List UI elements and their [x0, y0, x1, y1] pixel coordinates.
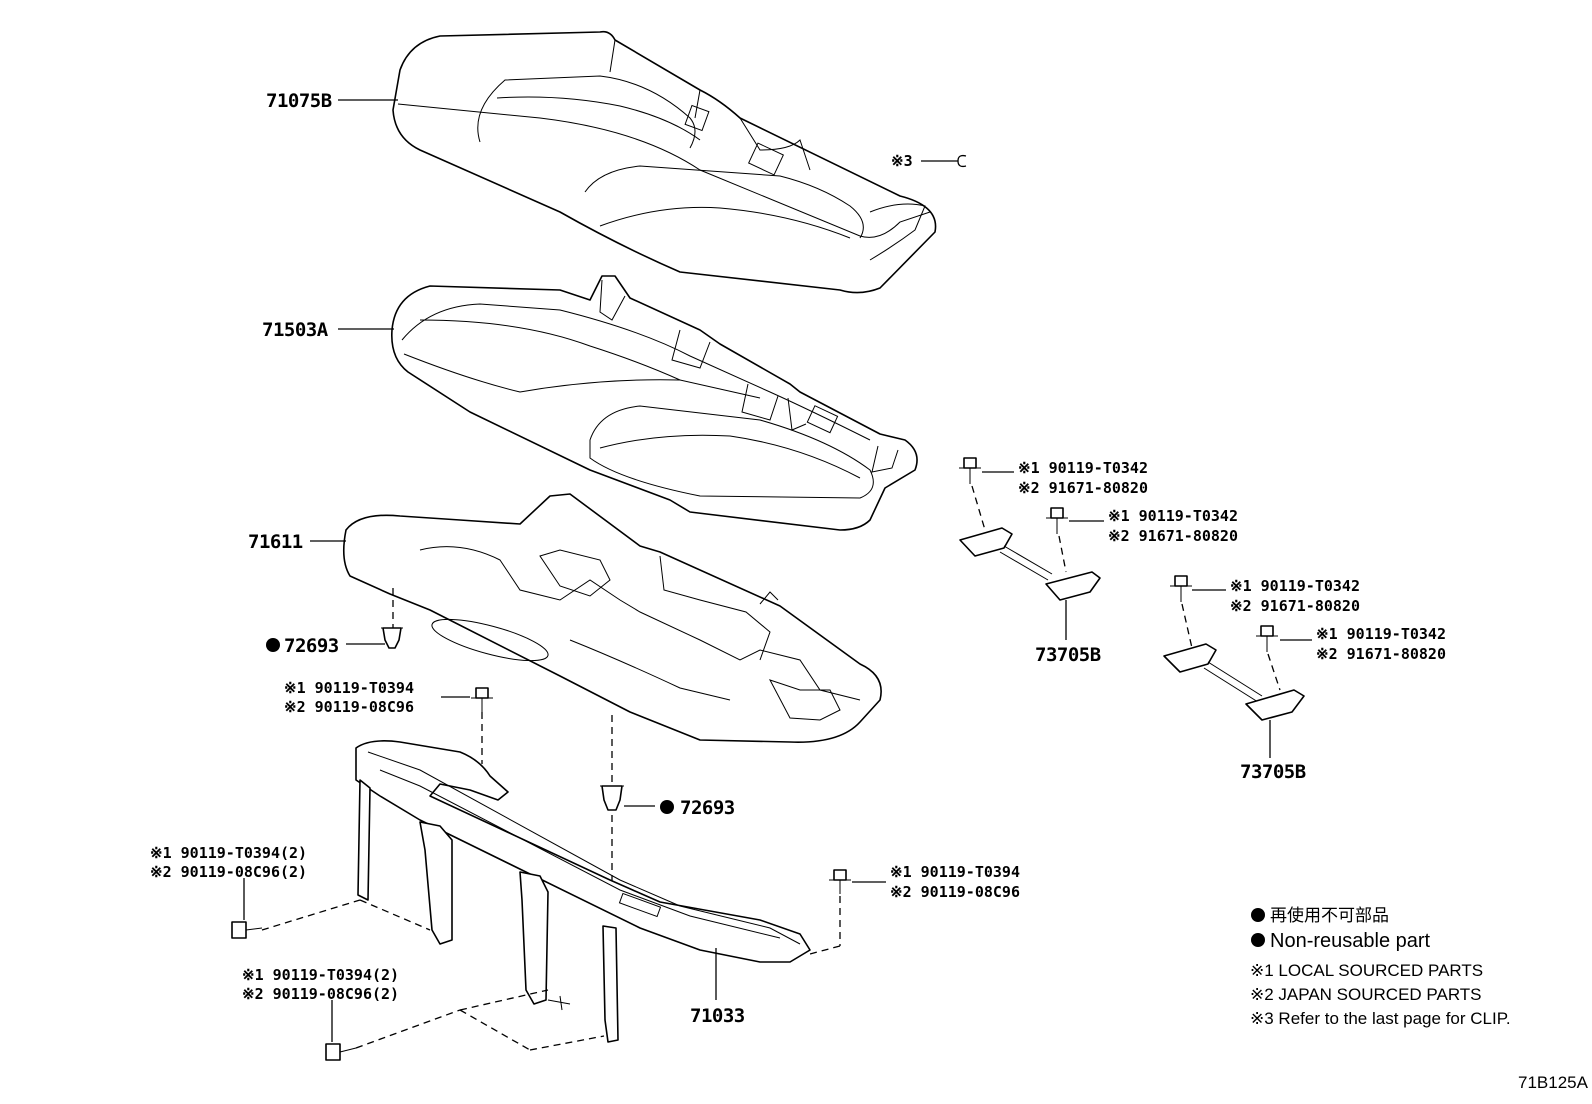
callout-hook1b-l1: ※1 90119-T0342	[1108, 507, 1238, 525]
legend-note3: ※3 Refer to the last page for CLIP.	[1250, 1009, 1511, 1028]
callout-hook2a-l1: ※1 90119-T0342	[1230, 577, 1360, 595]
callout-frame-bottom-l1: ※1 90119-T0394(2)	[242, 966, 399, 984]
seat-cushion-pan	[342, 493, 882, 743]
seat-frame	[355, 740, 811, 1043]
legend-note2: ※2 JAPAN SOURCED PARTS	[1250, 985, 1482, 1004]
non-reusable-dot-icon	[1251, 908, 1265, 922]
bolt-hook2-a	[1170, 575, 1192, 602]
label-frame: 71033	[690, 1005, 745, 1027]
seat-cushion-cover	[392, 30, 937, 294]
callout-hook1b-l2: ※2 91671-80820	[1108, 527, 1238, 545]
label-clip-center: 72693	[680, 797, 735, 819]
hook-assy-lower: ※1 90119-T0342 ※2 91671-80820 ※1 90119-T…	[1163, 575, 1446, 783]
legend: 再使用不可部品 Non-reusable part ※1 LOCAL SOURC…	[1250, 905, 1511, 1028]
non-reusable-dot-icon	[660, 800, 674, 814]
callout-frame-right-l1: ※1 90119-T0394	[890, 863, 1020, 881]
label-clip-left: 72693	[284, 635, 339, 657]
hook-assy-upper: ※1 90119-T0342 ※2 91671-80820 ※1 90119-T…	[959, 457, 1238, 666]
clip-72693-center	[600, 785, 624, 811]
bolt-frame-top	[471, 687, 493, 712]
label-note3: ※3	[891, 152, 913, 170]
bolt-hook1-a	[959, 457, 981, 484]
bolt-hook1-b	[1046, 507, 1068, 534]
clip-icon	[957, 154, 967, 168]
clip-72693-left	[381, 627, 403, 649]
bolt-frame-bottom	[325, 1043, 357, 1061]
callout-hook2b-l1: ※1 90119-T0342	[1316, 625, 1446, 643]
non-reusable-dot-icon	[1251, 933, 1265, 947]
bolt-frame-right	[829, 869, 851, 894]
callout-frame-top-l2: ※2 90119-08C96	[284, 698, 414, 716]
callout-frame-top-l1: ※1 90119-T0394	[284, 679, 414, 697]
non-reusable-dot-icon	[266, 638, 280, 652]
bolt-hook2-b	[1256, 625, 1278, 652]
callout-hook1a-l1: ※1 90119-T0342	[1018, 459, 1148, 477]
bolt-frame-left	[231, 921, 263, 939]
figure-id: 71B125A	[1518, 1073, 1589, 1092]
callout-hook1a-l2: ※2 91671-80820	[1018, 479, 1148, 497]
label-cover: 71075B	[266, 90, 332, 112]
legend-nonreusable-jp: 再使用不可部品	[1270, 905, 1389, 925]
label-hook-lower: 73705B	[1240, 761, 1306, 783]
label-hook-upper: 73705B	[1035, 644, 1101, 666]
label-pan: 71611	[248, 531, 303, 553]
callout-hook2b-l2: ※2 91671-80820	[1316, 645, 1446, 663]
callout-frame-left-l2: ※2 90119-08C96(2)	[150, 863, 307, 881]
callout-frame-left-l1: ※1 90119-T0394(2)	[150, 844, 307, 862]
seat-cushion-pad	[391, 275, 918, 531]
callout-hook2a-l2: ※2 91671-80820	[1230, 597, 1360, 615]
legend-nonreusable-en: Non-reusable part	[1270, 930, 1431, 952]
label-pad: 71503A	[262, 319, 329, 341]
callout-frame-right-l2: ※2 90119-08C96	[890, 883, 1020, 901]
callout-frame-bottom-l2: ※2 90119-08C96(2)	[242, 985, 399, 1003]
legend-note1: ※1 LOCAL SOURCED PARTS	[1250, 961, 1483, 980]
